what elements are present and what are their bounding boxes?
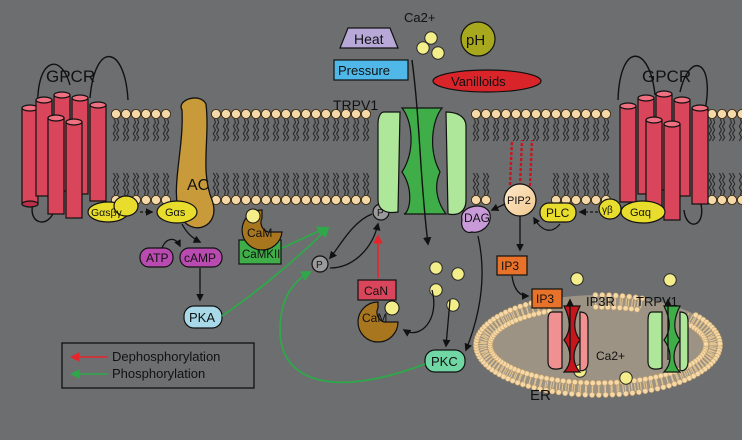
legend-dephosphorylation-label: Dephosphorylation xyxy=(112,349,220,364)
calcium-ion xyxy=(570,272,584,286)
gas-label: Gαs xyxy=(165,207,186,219)
arrow-dag-to-pkc xyxy=(464,235,483,352)
gpcr-right-label: GPCR xyxy=(642,67,691,86)
camkii-label: CaMKII xyxy=(242,249,280,261)
vanilloids-label: Vanilloids xyxy=(451,74,506,89)
dag-label: DAG xyxy=(464,211,490,225)
arrow-gas-to-camp xyxy=(181,223,202,243)
pressure-stimulus: Pressure xyxy=(333,59,409,81)
arrow-pip2-to-dag xyxy=(490,203,506,211)
cam-camkii-complex: CaMKII CaM xyxy=(238,208,283,265)
er-label: ER xyxy=(530,387,551,404)
calcium-label-top: Ca2+ xyxy=(404,10,435,25)
calcium-ion xyxy=(416,41,430,55)
trpv1-channel: TRPV1 xyxy=(333,97,467,216)
atp-label: ATP xyxy=(146,251,168,265)
gpcr-left-helices xyxy=(21,91,107,219)
gpcr-left-receptor: GPCR xyxy=(21,55,129,223)
phospho-site-2: P xyxy=(311,255,329,273)
arrow-plc-to-pip2 xyxy=(533,216,561,231)
pip2-label: PIP2 xyxy=(507,195,531,207)
gpcr-left-label: GPCR xyxy=(46,67,95,86)
ip3-receptor-channel: IP3R xyxy=(547,294,615,373)
dag-node: DAG xyxy=(461,205,491,233)
ac-label: AC xyxy=(187,177,209,194)
heat-stimulus: Heat xyxy=(339,27,399,49)
adenylyl-cyclase: AC xyxy=(175,97,215,229)
pka-label: PKA xyxy=(189,310,215,325)
arrow-pka-phosphorylation xyxy=(221,226,330,317)
arrow-p2-to-p1 xyxy=(329,222,381,269)
gpcr-right-receptor: GPCR xyxy=(617,55,709,225)
can-cam-complex: CaN CaM xyxy=(357,279,400,343)
gpcr-right-helices xyxy=(619,90,709,221)
cam-bottom-label: CaM xyxy=(362,311,387,325)
plc-label: PLC xyxy=(546,206,570,220)
er-trpv1-label: TRPV1 xyxy=(636,294,678,309)
calcium-ion xyxy=(663,273,677,287)
heat-label: Heat xyxy=(354,31,384,47)
arrow-camkii-phosphorylation xyxy=(281,226,328,249)
er-calcium-label: Ca2+ xyxy=(596,349,625,363)
camp-label: cAMP xyxy=(184,251,216,265)
pressure-label: Pressure xyxy=(338,63,390,78)
arrow-calcium-to-cam xyxy=(402,289,435,337)
ph-stimulus: pH xyxy=(460,21,496,57)
gaq-label: Gαq xyxy=(630,207,651,219)
ip3-cytosol-label: IP3 xyxy=(501,259,519,273)
er-membrane-bilayer xyxy=(473,292,723,398)
pkc-label: PKC xyxy=(431,354,458,369)
arrow-p1-to-p2 xyxy=(329,213,373,260)
ip3-cytosol-node: IP3 xyxy=(496,255,528,276)
calcium-ions xyxy=(416,31,677,385)
atp-node: ATP xyxy=(139,247,174,268)
phospho-site-2-label: P xyxy=(316,260,323,271)
arrow-atp-to-camp xyxy=(161,238,181,249)
calcium-ion xyxy=(431,46,445,60)
camp-node: cAMP xyxy=(179,247,223,268)
pkc-node: PKC xyxy=(424,349,466,373)
calcium-ion xyxy=(429,283,443,297)
legend-phosphorylation-label: Phosphorylation xyxy=(112,366,205,381)
gbg-right-label: γβ xyxy=(602,205,613,216)
calcium-ion xyxy=(424,31,438,45)
legend: Dephosphorylation Phosphorylation xyxy=(61,342,255,389)
gaq-complex: γβ Gαq xyxy=(598,198,666,224)
gas-beta-gamma-label: Gαsβγ xyxy=(91,207,123,219)
phospho-site-1-label: P xyxy=(377,208,384,219)
plc-node: PLC xyxy=(539,202,577,223)
pka-node: PKA xyxy=(183,305,223,329)
arrow-pkc-phosphorylation xyxy=(279,270,426,384)
calcium-ion xyxy=(451,267,465,281)
ph-label: pH xyxy=(466,32,485,49)
cam-top-label: CaM xyxy=(247,226,272,240)
ip3-er-label: IP3 xyxy=(536,292,554,306)
calcium-ion xyxy=(429,261,443,275)
ip3r-label: IP3R xyxy=(586,294,615,309)
trpv1-label: TRPV1 xyxy=(333,97,378,113)
gas-protein: Gαs xyxy=(156,200,198,224)
calcium-ion xyxy=(619,371,633,385)
arrow-calcium-to-pkc xyxy=(442,299,451,348)
vanilloids-stimulus: Vanilloids xyxy=(432,69,542,93)
ip3-er-bound: IP3 xyxy=(531,288,563,309)
arrow-calcium-influx xyxy=(411,59,432,246)
can-label: CaN xyxy=(364,284,388,298)
arrow-ip3-to-er xyxy=(511,275,530,300)
gas-beta-gamma-complex: Gαsβγ xyxy=(87,195,139,223)
